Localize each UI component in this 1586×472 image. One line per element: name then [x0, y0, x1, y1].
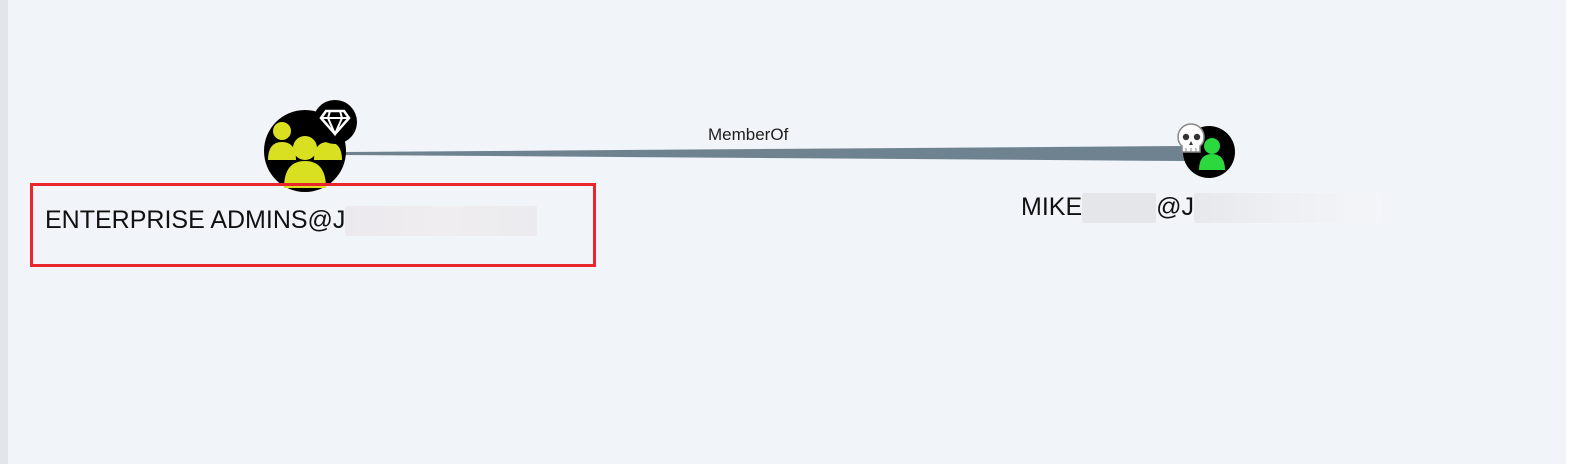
group-node-label: ENTERPRISE ADMINS@J	[45, 206, 538, 237]
highlight-box	[30, 183, 596, 267]
diamond-icon	[313, 100, 357, 144]
user-node-label: MIKE @J	[1021, 193, 1383, 224]
redacted-domain	[345, 206, 538, 237]
edge-label: MemberOf	[708, 125, 789, 144]
skull-icon	[1177, 123, 1205, 153]
graph-canvas[interactable]	[0, 0, 1566, 464]
user-icon	[1199, 138, 1225, 170]
redacted-domain	[1194, 193, 1383, 224]
user-name-text: MIKE	[1021, 193, 1083, 221]
memberof-edge[interactable]	[345, 146, 1186, 161]
group-node[interactable]	[264, 100, 357, 192]
user-domain-text: @J	[1156, 193, 1195, 221]
redacted-username	[1082, 193, 1157, 224]
group-name-text: ENTERPRISE ADMINS@J	[45, 206, 346, 234]
user-node[interactable]	[1177, 123, 1235, 178]
